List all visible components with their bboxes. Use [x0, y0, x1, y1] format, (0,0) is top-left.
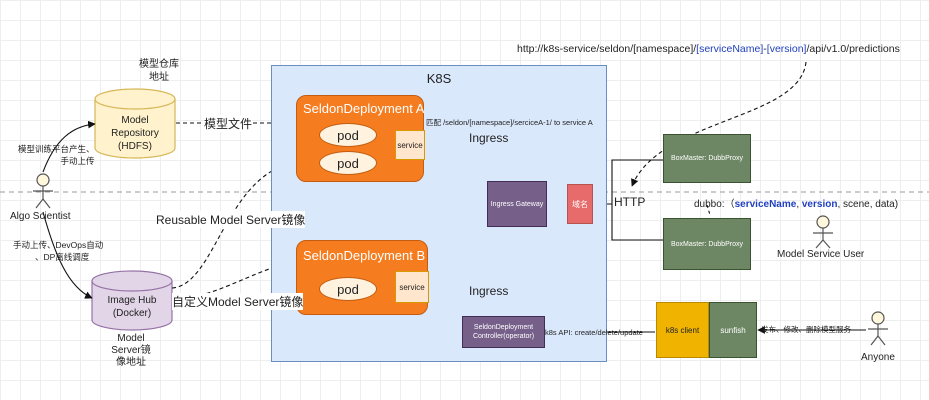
custom-image-label: 自定义Model Server镜像 — [172, 293, 304, 310]
model-repo-line3: (HDFS) — [118, 141, 152, 152]
ingress-label-top: Ingress — [469, 131, 509, 145]
arrow-to-image-hub — [42, 211, 93, 299]
url-version: [version] — [766, 43, 807, 55]
reusable-image-label: Reusable Model Server镜像 — [156, 211, 306, 228]
predict-url: http://k8s-service/seldon/[namespace]/[s… — [517, 43, 900, 55]
service-a-box: service — [395, 130, 425, 160]
training-note-line2: 手动上传 — [60, 156, 95, 166]
model-service-user-label: Model Service User — [777, 249, 865, 260]
url-prefix: http://k8s-service/seldon/[namespace]/ — [517, 43, 697, 55]
publish-label: 发布、修改、删除模型服务 — [761, 325, 851, 334]
dubbo-proxy-1: BoxMaster: DubbProxy — [663, 134, 751, 183]
model-repo-label: Model Repository (HDFS) — [95, 114, 175, 153]
anyone-figure — [868, 311, 888, 346]
algo-scientist-figure — [33, 173, 53, 209]
k8s-title: K8S — [426, 71, 452, 86]
deployment-a-title: SeldonDeployment A — [303, 101, 425, 116]
algo-scientist-label: Algo Scientist — [10, 211, 71, 222]
model-repo-line2: Repository — [111, 128, 159, 139]
arrow-url-http — [631, 61, 807, 187]
upload-note-line1: 手动上传、DevOps自动 — [13, 240, 104, 250]
model-repo-line1: Model — [121, 115, 149, 126]
training-note-line1: 模型训练平台产生、 — [18, 144, 95, 154]
image-address-line3: 像地址 — [116, 357, 146, 368]
image-address-line1: Model — [117, 333, 145, 344]
training-note: 模型训练平台产生、 手动上传 — [18, 143, 95, 167]
pod-b: pod — [319, 277, 377, 301]
route-note: 匹配 /seldon/[namespace]/serciceA-1/ to se… — [426, 118, 593, 127]
model-repo-address-line2: 地址 — [149, 72, 169, 83]
arrow-reusable-image — [171, 160, 293, 289]
image-address-line2: Server镜 — [111, 345, 151, 356]
proxy-bracket — [611, 159, 663, 241]
k8s-api-label: k8s API: create/delete/update — [545, 328, 643, 337]
dubbo-version: version — [801, 199, 838, 210]
seldon-deployment-a: SeldonDeployment A pod pod service — [296, 95, 425, 182]
dubbo-suffix: , scene, data) — [837, 199, 899, 210]
upload-note-line2: 、DP离线调度 — [35, 252, 90, 262]
dubbo-prefix: dubbo:（ — [694, 199, 735, 210]
arrow-to-model-repo — [42, 120, 96, 173]
image-hub-line1: Image Hub — [107, 295, 157, 306]
http-label: HTTP — [614, 195, 646, 209]
upload-note: 手动上传、DevOps自动 、DP离线调度 — [13, 239, 103, 263]
deployment-b-title: SeldonDeployment B — [303, 248, 426, 263]
arrow-dubbo-proxy — [706, 204, 711, 216]
url-dash: - — [763, 43, 767, 55]
dubbo-signature: dubbo:（serviceName, version, scene, data… — [694, 195, 898, 210]
pod-a1: pod — [319, 123, 377, 147]
k8s-client-box: k8s client — [656, 302, 709, 358]
seldon-deployment-b: SeldonDeployment B pod service — [296, 240, 429, 315]
model-repo-address-label: 模型仓库 地址 — [139, 58, 179, 84]
domain-box: 域名 — [567, 184, 593, 224]
url-service-name: [serviceName] — [696, 43, 764, 55]
model-repo-address-line1: 模型仓库 — [139, 59, 179, 70]
ingress-gateway-box: Ingress Gateway — [487, 181, 547, 227]
dubbo-service-name: serviceName — [734, 199, 797, 210]
image-hub-label: Image Hub (Docker) — [92, 294, 172, 320]
image-hub-line2: (Docker) — [112, 308, 152, 319]
model-file-label: 模型文件 — [204, 115, 253, 132]
ingress-label-bottom: Ingress — [469, 284, 509, 298]
service-b-box: service — [395, 271, 429, 303]
dubbo-proxy-2: BoxMaster: DubbProxy — [663, 218, 751, 270]
url-suffix: /api/v1.0/predictions — [806, 43, 900, 55]
controller-box: SeldonDeployment Controller(operator) — [462, 316, 545, 348]
image-hub-cylinder — [91, 270, 173, 331]
model-service-user-figure — [813, 215, 833, 249]
image-address-label: Model Server镜 像地址 — [104, 333, 158, 369]
model-repository-cylinder — [94, 88, 176, 159]
dubbo-sep: , — [796, 199, 802, 210]
sunfish-box: sunfish — [709, 302, 757, 358]
anyone-label: Anyone — [861, 352, 895, 363]
pod-a2: pod — [319, 151, 377, 175]
